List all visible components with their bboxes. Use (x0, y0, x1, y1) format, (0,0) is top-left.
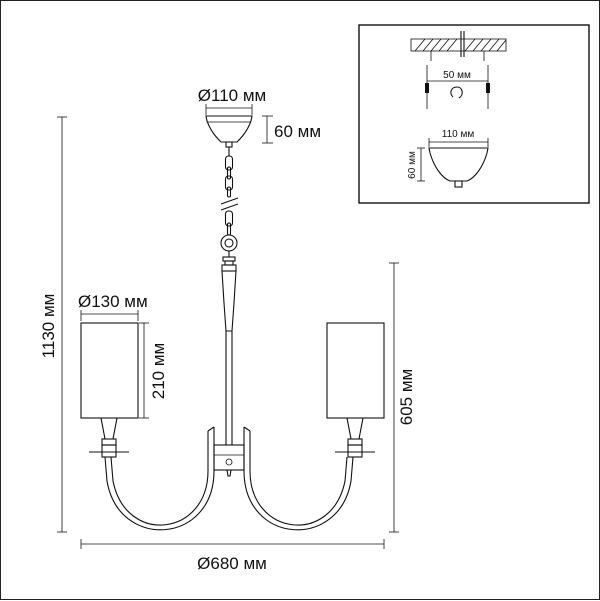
total-width-label: Ø680 мм (197, 554, 267, 573)
dim-body-height: 605 мм (389, 262, 416, 533)
inset-canopy-height-label: 60 мм (407, 151, 418, 179)
dim-canopy-diameter: Ø110 мм (198, 86, 266, 115)
canopy-height-label: 60 мм (274, 122, 321, 141)
body-height-label: 605 мм (397, 369, 416, 425)
central-hub (213, 444, 245, 477)
inset-mount-spacing: 50 мм (425, 65, 490, 109)
left-arm (104, 426, 215, 531)
inset-canopy-width-label: 110 мм (442, 129, 475, 140)
shade-diameter-label: Ø130 мм (78, 292, 148, 311)
dim-shade-diameter: Ø130 мм (78, 292, 148, 321)
inset-canopy: 110 мм 60 мм (407, 129, 489, 188)
canopy (205, 115, 253, 148)
dim-total-height: 1130 мм (39, 116, 67, 533)
total-height-label: 1130 мм (39, 294, 58, 359)
right-shade (326, 322, 385, 458)
dim-total-width: Ø680 мм (80, 539, 385, 573)
mount-spacing-label: 50 мм (443, 70, 471, 81)
chain (220, 147, 239, 257)
canopy-diameter-label: Ø110 мм (198, 86, 266, 105)
dim-shade-height: 210 мм (139, 322, 168, 419)
ceiling-hatch (410, 31, 507, 61)
mounting-inset: 50 мм 110 мм 60 мм (358, 24, 590, 204)
central-stem (221, 256, 237, 445)
dim-canopy-height: 60 мм (262, 115, 321, 144)
left-shade (80, 322, 139, 458)
shade-height-label: 210 мм (149, 343, 168, 399)
right-arm (243, 426, 354, 531)
